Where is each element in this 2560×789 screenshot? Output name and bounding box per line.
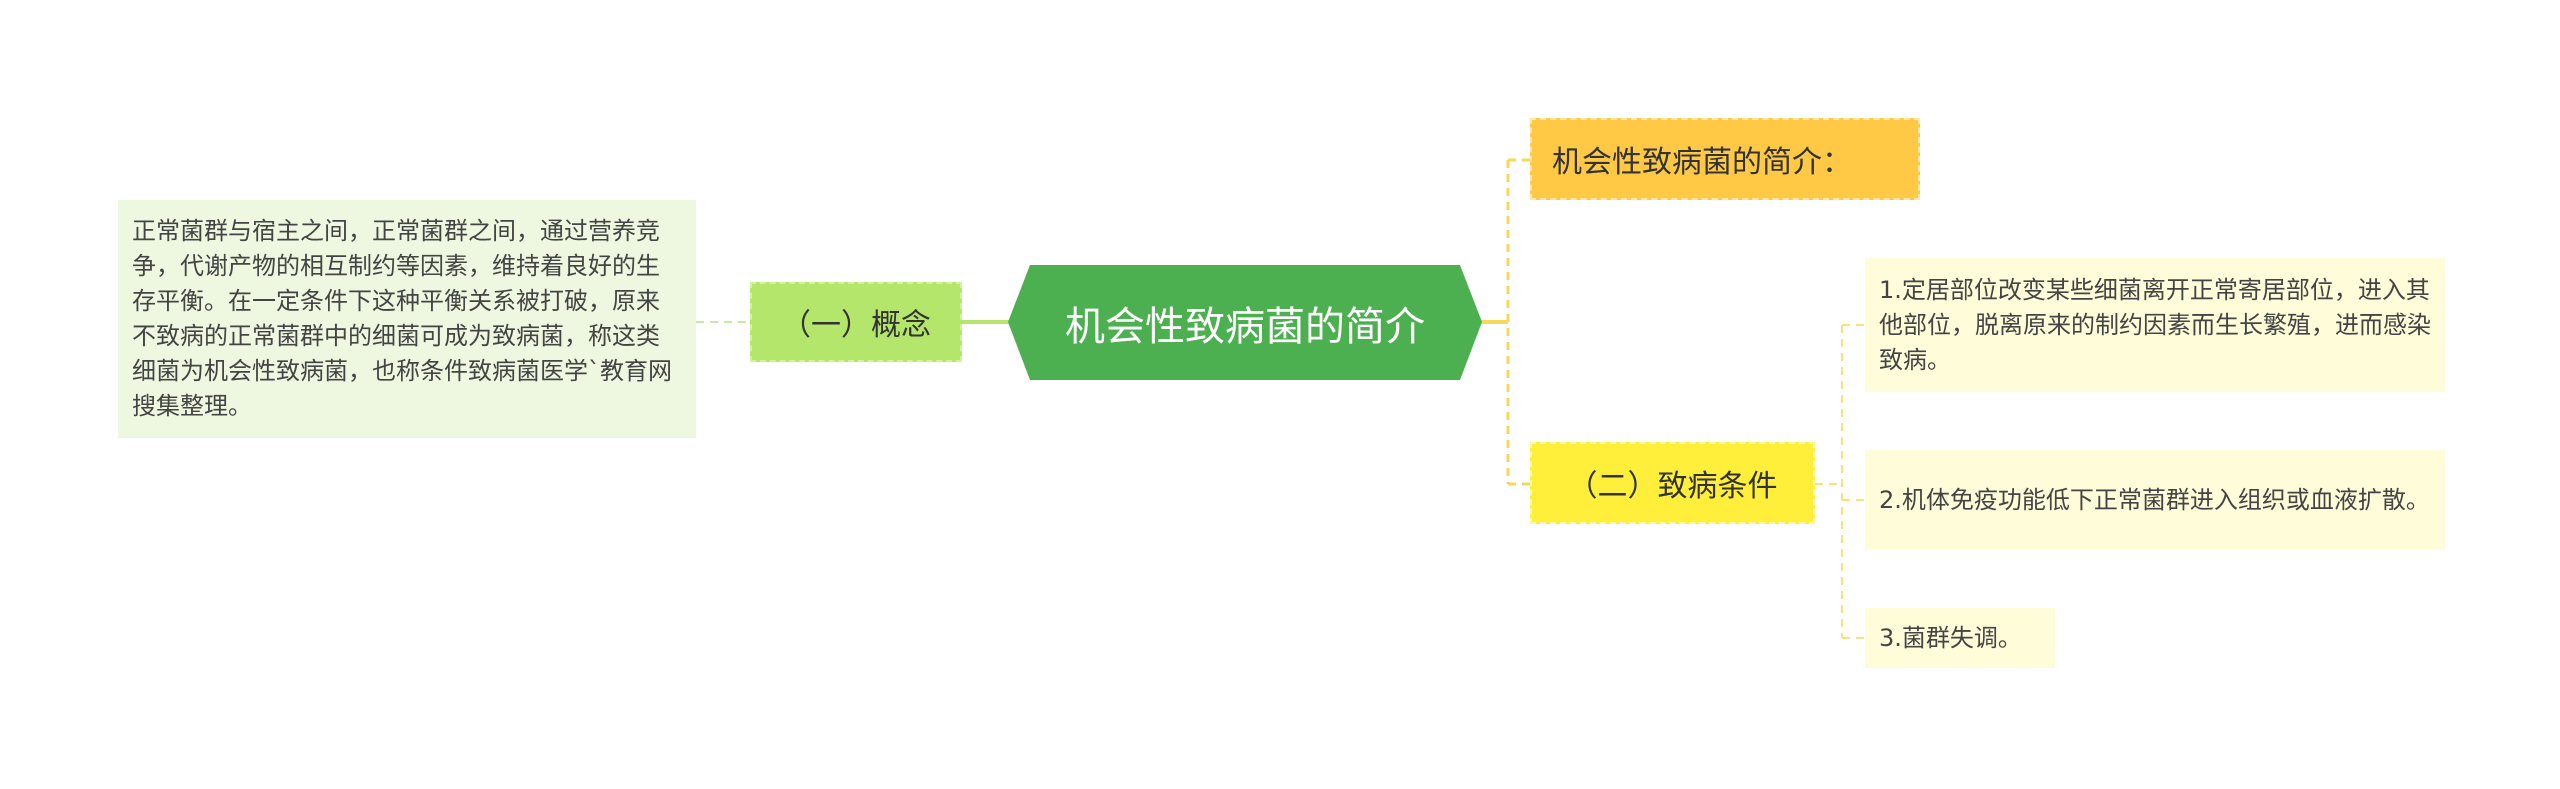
branch-intro-label: 机会性致病菌的简介：: [1552, 145, 1852, 180]
leaf-concept-text: 正常菌群与宿主之间，正常菌群之间，通过营养竞争，代谢产物的相互制约等因素，维持着…: [132, 217, 672, 420]
branch-concept[interactable]: （一）概念: [750, 282, 962, 362]
leaf-condition-1-text: 1.定居部位改变某些细菌离开正常寄居部位，进入其他部位，脱离原来的制约因素而生长…: [1879, 275, 2431, 374]
root-node-label: 机会性致病菌的简介: [1065, 303, 1425, 350]
branch-conditions[interactable]: （二）致病条件: [1530, 442, 1815, 524]
branch-concept-label: （一）概念: [781, 308, 931, 343]
leaf-condition-2-text: 2.机体免疫功能低下正常菌群进入组织或血液扩散。: [1879, 485, 2430, 514]
branch-intro[interactable]: 机会性致病菌的简介：: [1530, 118, 1920, 200]
leaf-condition-2[interactable]: 2.机体免疫功能低下正常菌群进入组织或血液扩散。: [1865, 450, 2445, 550]
leaf-condition-1[interactable]: 1.定居部位改变某些细菌离开正常寄居部位，进入其他部位，脱离原来的制约因素而生长…: [1865, 258, 2445, 392]
root-node[interactable]: 机会性致病菌的简介: [1010, 265, 1480, 380]
leaf-condition-3[interactable]: 3.菌群失调。: [1865, 608, 2055, 668]
root-node-shape: [1008, 265, 1482, 380]
branch-conditions-label: （二）致病条件: [1567, 469, 1778, 504]
leaf-condition-3-text: 3.菌群失调。: [1879, 623, 2022, 652]
leaf-concept-definition[interactable]: 正常菌群与宿主之间，正常菌群之间，通过营养竞争，代谢产物的相互制约等因素，维持着…: [118, 200, 696, 438]
